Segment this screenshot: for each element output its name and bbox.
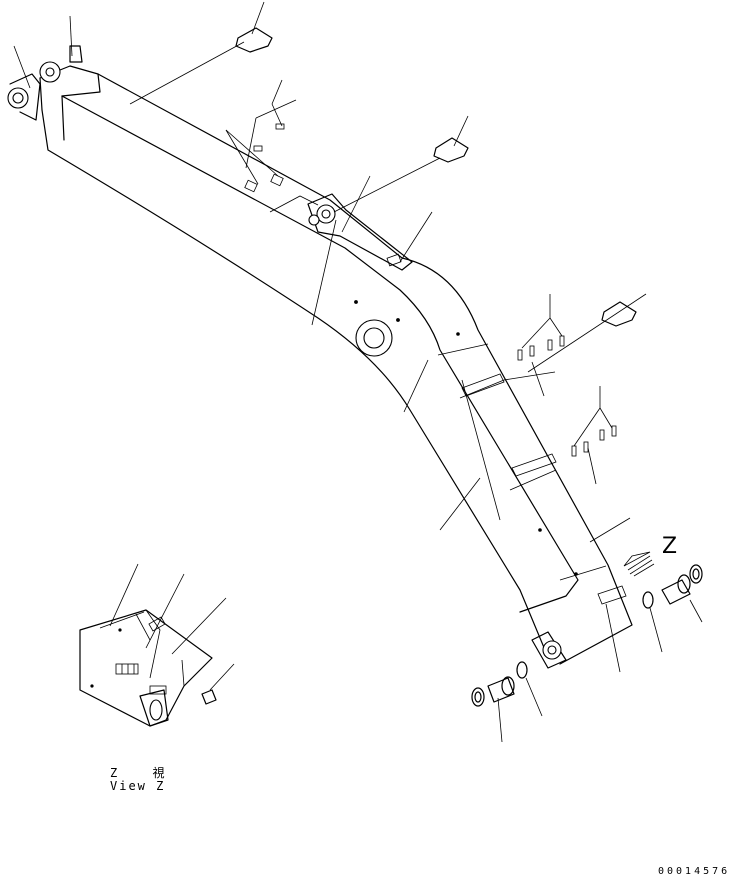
arm-assembly — [7, 45, 633, 669]
seal-ring-right — [689, 564, 703, 584]
seal-ring-right-inner — [642, 591, 654, 609]
shim-plate-top — [235, 27, 273, 53]
arm-bottom-edge — [41, 109, 546, 651]
view-z-label-japanese: Z 視 — [110, 766, 179, 780]
detail-plug — [201, 689, 217, 705]
view-z-detail — [79, 563, 235, 727]
bushing-left — [487, 677, 515, 703]
seal-ring-left — [471, 687, 485, 707]
loose-parts — [235, 27, 703, 707]
view-z-label: View Z — [110, 779, 166, 793]
leader-lines — [13, 1, 703, 743]
shim-plate-middle — [433, 137, 469, 163]
view-direction-label: Z — [662, 534, 678, 559]
drawing-number: 00014576 — [658, 866, 731, 877]
arm-top-edge — [39, 65, 633, 665]
bushing-right — [661, 579, 691, 605]
seal-ring-left-inner — [516, 661, 528, 679]
arm-side-edge — [61, 95, 579, 613]
view-direction-arrow-icon — [623, 551, 655, 577]
shim-plate-right — [601, 301, 637, 327]
cylinder-bracket — [307, 193, 413, 271]
detail-plate-outline — [79, 609, 213, 727]
